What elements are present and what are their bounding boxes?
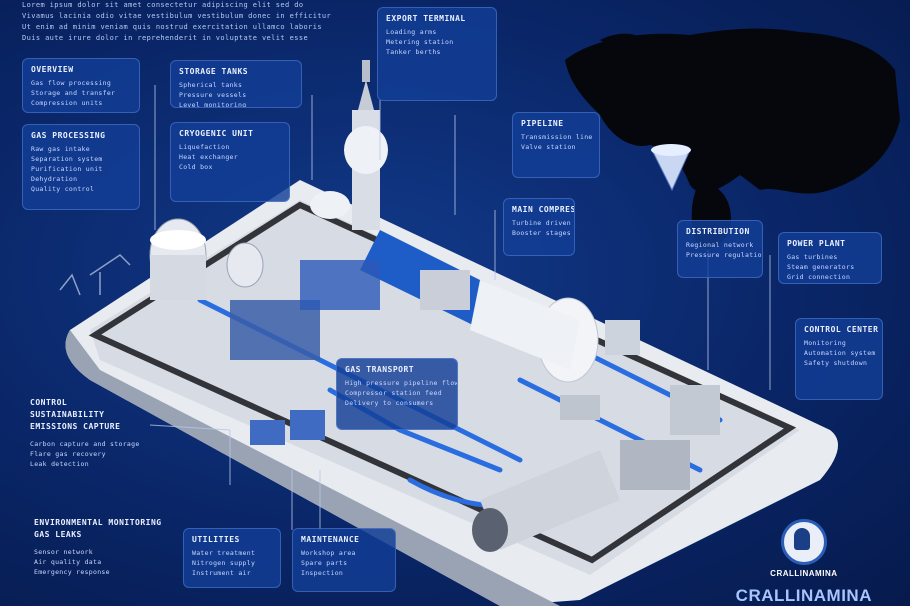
panel-line: High pressure pipeline flow bbox=[345, 379, 458, 387]
panel-line: Level monitoring bbox=[179, 101, 247, 108]
panel-title: EXPORT TERMINAL bbox=[386, 14, 466, 23]
panel-line: Compression units bbox=[31, 99, 103, 107]
panel-gas-transport: GAS TRANSPORT High pressure pipeline flo… bbox=[336, 358, 458, 430]
sustainability-block: CONTROL SUSTAINABILITY EMISSIONS CAPTURE… bbox=[30, 398, 140, 469]
environmental-block: ENVIRONMENTAL MONITORING GAS LEAKS Senso… bbox=[34, 518, 162, 577]
panel-line: Inspection bbox=[301, 569, 344, 577]
panel-gas-processing: GAS PROCESSING Raw gas intake Separation… bbox=[22, 124, 140, 210]
panel-title: GAS TRANSPORT bbox=[345, 365, 415, 374]
block-line: Emergency response bbox=[34, 568, 110, 576]
block-title: CONTROL bbox=[30, 398, 68, 407]
panel-line: Pressure regulation bbox=[686, 251, 763, 259]
top-left-line: Duis aute irure dolor in reprehenderit i… bbox=[22, 34, 309, 42]
panel-line: Metering station bbox=[386, 38, 454, 46]
panel-control-center: CONTROL CENTER Monitoring Automation sys… bbox=[795, 318, 883, 400]
panel-title: STORAGE TANKS bbox=[179, 67, 249, 76]
brand-logo-icon bbox=[780, 519, 827, 565]
panel-title: DISTRIBUTION bbox=[686, 227, 750, 236]
top-left-description: Lorem ipsum dolor sit amet consectetur a… bbox=[22, 0, 331, 44]
panel-utilities: UTILITIES Water treatment Nitrogen suppl… bbox=[183, 528, 281, 588]
crane bbox=[59, 254, 131, 296]
panel-title: POWER PLANT bbox=[787, 239, 846, 248]
block-line: Flare gas recovery bbox=[30, 450, 106, 458]
panel-line: Separation system bbox=[31, 155, 103, 163]
panel-storage-tanks: STORAGE TANKS Spherical tanks Pressure v… bbox=[170, 60, 302, 108]
panel-line: Workshop area bbox=[301, 549, 356, 557]
block-line: Air quality data bbox=[34, 558, 102, 566]
panel-title: UTILITIES bbox=[192, 535, 240, 544]
block-title: ENVIRONMENTAL MONITORING bbox=[34, 518, 162, 527]
panel-line: Pressure vessels bbox=[179, 91, 247, 99]
panel-line: Purification unit bbox=[31, 165, 103, 173]
panel-line: Raw gas intake bbox=[31, 145, 90, 153]
panel-line: Booster stages bbox=[512, 229, 571, 237]
panel-line: Loading arms bbox=[386, 28, 437, 36]
block-line: Sensor network bbox=[34, 548, 93, 556]
block-line: Leak detection bbox=[30, 460, 89, 468]
panel-pipeline: PIPELINE Transmission line Valve station bbox=[512, 112, 600, 178]
brand-name: CRALLINAMINA bbox=[735, 586, 872, 605]
panel-maintenance: MAINTENANCE Workshop area Spare parts In… bbox=[292, 528, 396, 592]
panel-distribution: DISTRIBUTION Regional network Pressure r… bbox=[677, 220, 763, 278]
panel-export-terminal: EXPORT TERMINAL Loading arms Metering st… bbox=[377, 7, 497, 101]
panel-line: Compressor station feed bbox=[345, 389, 442, 397]
panel-line: Transmission line bbox=[521, 133, 593, 141]
panel-line: Quality control bbox=[31, 185, 95, 193]
panel-line: Storage and transfer bbox=[31, 89, 116, 97]
panel-line: Grid connection bbox=[787, 273, 851, 281]
panel-power-plant: POWER PLANT Gas turbines Steam generator… bbox=[778, 232, 882, 284]
panel-main-compressor: MAIN COMPRESSOR Turbine driven Booster s… bbox=[503, 198, 575, 256]
top-left-line: Vivamus lacinia odio vitae vestibulum ve… bbox=[22, 12, 332, 20]
panel-line: Gas turbines bbox=[787, 253, 838, 261]
tanks bbox=[149, 191, 350, 300]
panel-line: Steam generators bbox=[787, 263, 855, 271]
machinery bbox=[230, 260, 720, 552]
panel-line: Monitoring bbox=[804, 339, 847, 347]
brand-tag: CRALLINAMINA bbox=[770, 569, 838, 578]
panel-title: PIPELINE bbox=[521, 119, 564, 128]
block-subtitle: GAS LEAKS bbox=[34, 530, 82, 539]
panel-line: Delivery to consumers bbox=[345, 399, 434, 407]
panel-title: OVERVIEW bbox=[31, 65, 74, 74]
block-title: EMISSIONS CAPTURE bbox=[30, 422, 121, 431]
panel-line: Spherical tanks bbox=[179, 81, 243, 89]
panel-line: Water treatment bbox=[192, 549, 256, 557]
panel-line: Liquefaction bbox=[179, 143, 230, 151]
panel-line: Gas flow processing bbox=[31, 79, 112, 87]
panel-title: MAIN COMPRESSOR bbox=[512, 205, 575, 214]
panel-line: Valve station bbox=[521, 143, 576, 151]
panel-line: Regional network bbox=[686, 241, 754, 249]
top-left-line: Ut enim ad minim veniam quis nostrud exe… bbox=[22, 23, 322, 31]
tower bbox=[344, 60, 388, 230]
panel-line: Dehydration bbox=[31, 175, 78, 183]
panel-line: Automation system bbox=[804, 349, 876, 357]
panel-line: Nitrogen supply bbox=[192, 559, 256, 567]
leader-lines bbox=[149, 85, 771, 530]
brand: CRALLINAMINA CRALLINAMINA bbox=[736, 519, 872, 606]
panel-line: Safety shutdown bbox=[804, 359, 868, 367]
panel-title: CONTROL CENTER bbox=[804, 325, 879, 334]
world-map bbox=[565, 28, 900, 249]
funnel-pin bbox=[651, 144, 691, 192]
panel-line: Cold box bbox=[179, 163, 213, 171]
panel-overview: OVERVIEW Gas flow processing Storage and… bbox=[22, 58, 140, 113]
panel-title: MAINTENANCE bbox=[301, 535, 360, 544]
panel-title: CRYOGENIC UNIT bbox=[179, 129, 254, 138]
panel-cryogenic-unit: CRYOGENIC UNIT Liquefaction Heat exchang… bbox=[170, 122, 290, 202]
panel-title: GAS PROCESSING bbox=[31, 131, 106, 140]
block-line: Carbon capture and storage bbox=[30, 440, 140, 448]
panel-line: Tanker berths bbox=[386, 48, 441, 56]
panel-line: Turbine driven bbox=[512, 219, 571, 227]
panel-line: Instrument air bbox=[192, 569, 251, 577]
panel-line: Spare parts bbox=[301, 559, 348, 567]
panel-line: Heat exchanger bbox=[179, 153, 238, 161]
top-left-line: Lorem ipsum dolor sit amet consectetur a… bbox=[22, 1, 304, 9]
block-title: SUSTAINABILITY bbox=[30, 410, 105, 419]
